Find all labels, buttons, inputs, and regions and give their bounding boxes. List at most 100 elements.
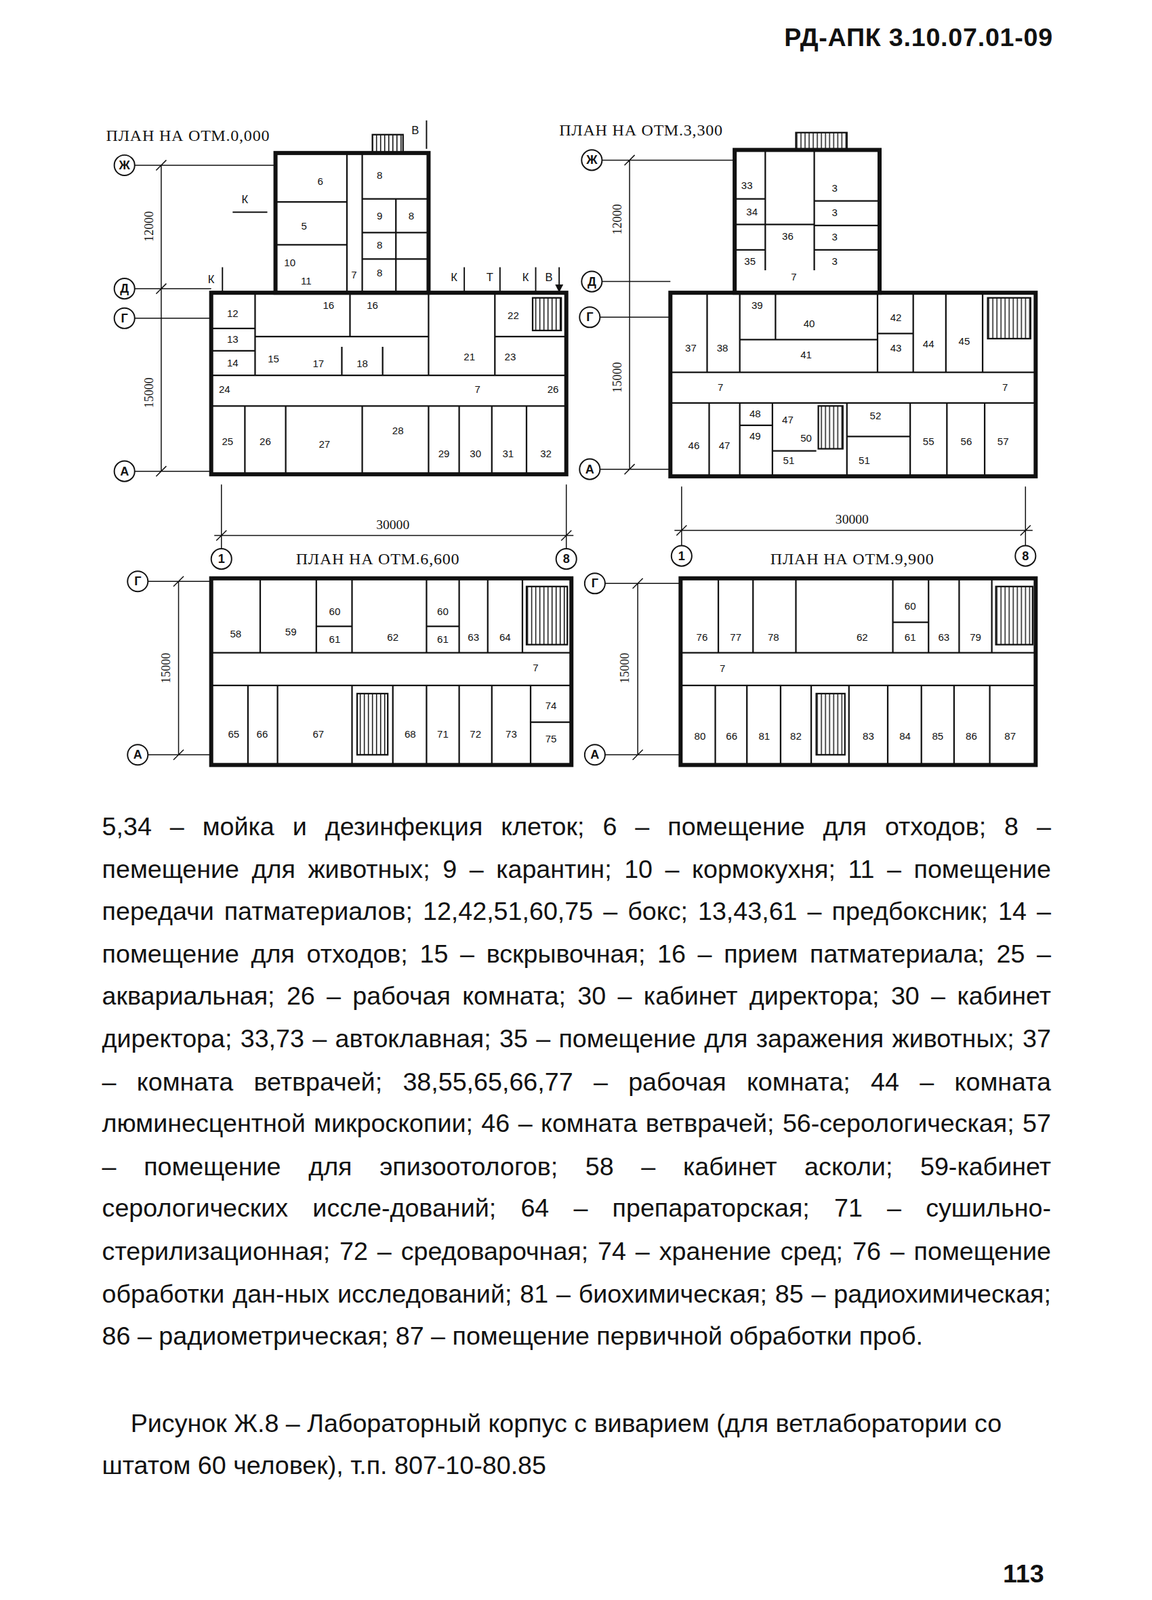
page-number: 113 [1002, 1559, 1045, 1590]
partition-walls [211, 153, 567, 475]
dimension: 12000 [611, 203, 624, 235]
room-number: 47 [718, 440, 731, 451]
room-number: 3 [832, 232, 838, 243]
room-number: 26 [259, 436, 272, 447]
room-number: 76 [696, 632, 709, 644]
room-number: 35 [744, 256, 756, 267]
axis-mark: Г [134, 575, 141, 588]
room-number: 40 [803, 319, 816, 330]
plan-title: ПЛАН НА ОТМ.3,300 [559, 121, 724, 140]
room-number: 13 [227, 334, 239, 345]
room-number: 66 [256, 729, 269, 740]
room-number: 29 [438, 449, 450, 460]
room-number: 81 [758, 731, 770, 743]
room-number: 61 [437, 634, 449, 646]
staircase [372, 134, 404, 154]
room-number: 86 [965, 731, 978, 743]
dimension: 15000 [618, 653, 631, 684]
dimension: 12000 [142, 211, 156, 242]
partition-walls [670, 149, 1036, 477]
outer-wall [734, 149, 880, 293]
room-number: 24 [218, 384, 231, 396]
room-number: 7 [475, 384, 481, 396]
room-number: 21 [463, 351, 476, 362]
axis-mark: Г [586, 311, 593, 324]
room-number: 51 [783, 456, 795, 467]
room-number: 18 [356, 359, 368, 370]
room-number: 33 [741, 180, 753, 192]
utility-mark: К [450, 271, 458, 284]
axis-mark: 1 [218, 552, 225, 566]
room-key-text: 5,34 – мойка и дезинфекция клеток; 6 – п… [102, 806, 1052, 1359]
staircase [818, 405, 843, 449]
room-number: 48 [749, 409, 761, 420]
partition-walls [211, 578, 572, 766]
staircase [357, 693, 388, 755]
room-number: 22 [507, 311, 520, 322]
room-number: 7 [1002, 382, 1008, 394]
room-number: 62 [386, 632, 399, 644]
partition-walls [680, 578, 1036, 766]
axis-mark: Ж [586, 153, 598, 167]
staircase [795, 132, 847, 151]
axis-lines [599, 155, 1033, 547]
room-number: 34 [746, 207, 758, 218]
room-number: 43 [890, 343, 902, 354]
room-number: 11 [300, 276, 312, 287]
utility-mark: В [545, 271, 553, 284]
axis-mark: Г [591, 577, 599, 590]
room-number: 38 [716, 343, 729, 354]
room-number: 26 [547, 384, 560, 396]
outer-wall [670, 292, 1036, 477]
room-number: 8 [376, 240, 383, 251]
figure-caption: Рисунок Ж.8 – Лабораторный корпус с вива… [102, 1402, 1052, 1487]
outer-wall [275, 153, 429, 293]
plan-title: ПЛАН НА ОТМ.6,600 [296, 550, 461, 569]
room-number: 45 [958, 336, 971, 347]
room-number: 74 [545, 700, 558, 711]
room-number: 87 [1004, 731, 1016, 743]
room-number: 10 [283, 258, 296, 269]
room-number: 77 [729, 632, 742, 644]
axis-mark: А [585, 463, 595, 476]
room-number: 31 [502, 449, 514, 460]
dimension: 30000 [374, 517, 412, 532]
room-number: 68 [404, 729, 417, 740]
axis-lines [134, 159, 574, 549]
room-number: 3 [832, 183, 838, 194]
room-number: 78 [767, 632, 780, 644]
room-number: 55 [922, 436, 935, 447]
room-number: 8 [376, 268, 383, 279]
axis-mark: А [133, 748, 143, 761]
room-number: 62 [856, 632, 869, 644]
axis-lines [605, 578, 681, 761]
room-number: 67 [312, 729, 324, 740]
axis-mark: Г [121, 312, 129, 325]
room-number: 61 [904, 632, 917, 644]
room-number: 60 [904, 601, 917, 612]
running-header: РД-АПК 3.10.07.01-09 [784, 22, 1054, 53]
room-number: 64 [499, 632, 511, 644]
staircase [526, 586, 568, 646]
room-number: 6 [317, 176, 324, 187]
staircase [532, 298, 562, 331]
room-number: 16 [366, 300, 379, 312]
room-number: 61 [329, 634, 341, 646]
plan-title: ПЛАН НА ОТМ.0,000 [106, 126, 271, 146]
room-number: 25 [221, 436, 234, 447]
axis-lines [147, 576, 211, 761]
room-number: 30 [469, 449, 482, 460]
room-number: 41 [800, 349, 812, 360]
room-number: 8 [408, 211, 415, 222]
dimension: 30000 [833, 512, 871, 527]
room-number: 7 [719, 664, 726, 675]
axis-circles [114, 149, 1037, 766]
room-number: 65 [227, 729, 240, 740]
axis-mark: Д [587, 275, 597, 288]
room-number: 51 [858, 456, 871, 467]
room-number: 83 [862, 731, 875, 743]
outer-wall [211, 578, 572, 766]
dimension: 15000 [142, 377, 156, 408]
room-number: 71 [437, 729, 449, 740]
room-number: 56 [960, 436, 973, 447]
